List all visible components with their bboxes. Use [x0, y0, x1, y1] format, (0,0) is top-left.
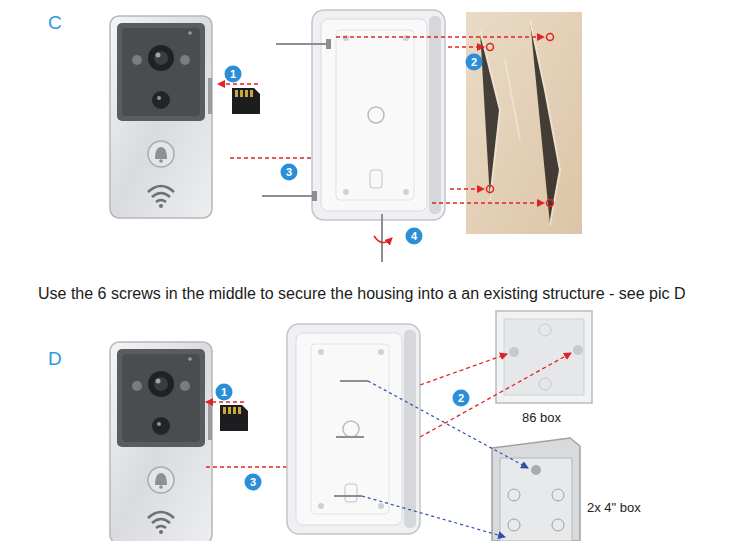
screws-part	[312, 191, 317, 201]
callout-circles-part	[216, 384, 233, 401]
wall-arrows-part	[450, 188, 484, 189]
86-box-part	[573, 345, 583, 355]
2x4-box-part	[508, 519, 520, 531]
drill-marks-part	[487, 186, 494, 193]
screws-part	[334, 495, 362, 497]
housing	[287, 324, 420, 534]
drill-marks	[487, 34, 554, 207]
part-label: 86 box	[522, 410, 561, 426]
callout-circles-part	[245, 474, 262, 491]
section-letter: C	[48, 12, 62, 34]
screws-part	[336, 436, 364, 438]
screws-part	[340, 380, 368, 382]
2x4-box-part	[492, 438, 580, 541]
sd-card	[232, 88, 260, 114]
box-arrows	[420, 353, 571, 437]
screws	[262, 39, 382, 262]
86-box-part	[509, 347, 519, 357]
box-arrows-part	[420, 353, 571, 437]
screws-part	[262, 195, 316, 197]
2x4-box-part	[552, 519, 564, 531]
box-arrows-alt	[362, 381, 528, 537]
wall-arrows-part	[432, 202, 544, 203]
instruction-note: Use the 6 screws in the middle to secure…	[38, 283, 728, 305]
screws-part	[326, 39, 331, 49]
doorbell	[110, 16, 212, 218]
callout-circles-part	[281, 164, 298, 181]
wall-arrows-part	[448, 46, 484, 47]
callout-number: 3	[245, 474, 261, 490]
drill-marks-part	[547, 34, 554, 41]
2x4-box-part	[508, 489, 520, 501]
86-box-part	[539, 378, 551, 390]
box-arrows-part	[420, 354, 507, 385]
screws-part	[276, 43, 330, 45]
box-arrows-alt-part	[362, 496, 505, 537]
callout-circles-part	[225, 66, 242, 83]
2x4-box-part	[552, 489, 564, 501]
doorbell	[110, 342, 212, 541]
wall-texture-part	[480, 30, 500, 200]
insert-arrow	[206, 401, 244, 402]
insert-arrow	[218, 83, 258, 84]
housing	[312, 10, 445, 220]
callout-circles-part	[406, 228, 423, 245]
drill-marks-part	[547, 200, 554, 207]
86-box-part	[539, 324, 551, 336]
callout-number: 3	[281, 164, 297, 180]
wall	[466, 12, 582, 234]
callout-number: 2	[466, 54, 482, 70]
box-arrows-alt-part	[368, 381, 528, 468]
section-letter: D	[48, 348, 62, 370]
drill-marks-part	[487, 44, 494, 51]
callout-number: 1	[216, 384, 232, 400]
wall-arrows	[336, 37, 544, 203]
rotate-arrow	[374, 236, 392, 243]
86-box	[496, 311, 592, 403]
2x4-box-part	[500, 458, 572, 541]
86-box-part	[504, 319, 584, 395]
wall-texture-part	[530, 20, 560, 225]
callout-number: 1	[225, 66, 241, 82]
screws	[334, 381, 368, 496]
sd-card	[220, 405, 248, 431]
2x4-box	[492, 438, 580, 541]
callout-number: 2	[453, 390, 469, 406]
86-box-part	[496, 311, 592, 403]
wall-texture	[480, 20, 560, 225]
callout-number: 4	[406, 228, 422, 244]
wall-texture-part	[505, 60, 520, 140]
screws-part	[381, 214, 383, 262]
callout-circles-part	[453, 390, 470, 407]
callout-circles-part	[466, 54, 483, 71]
wall-arrows-part	[336, 36, 544, 37]
2x4-box-part	[531, 465, 541, 475]
part-label: 2x 4" box	[587, 500, 641, 516]
